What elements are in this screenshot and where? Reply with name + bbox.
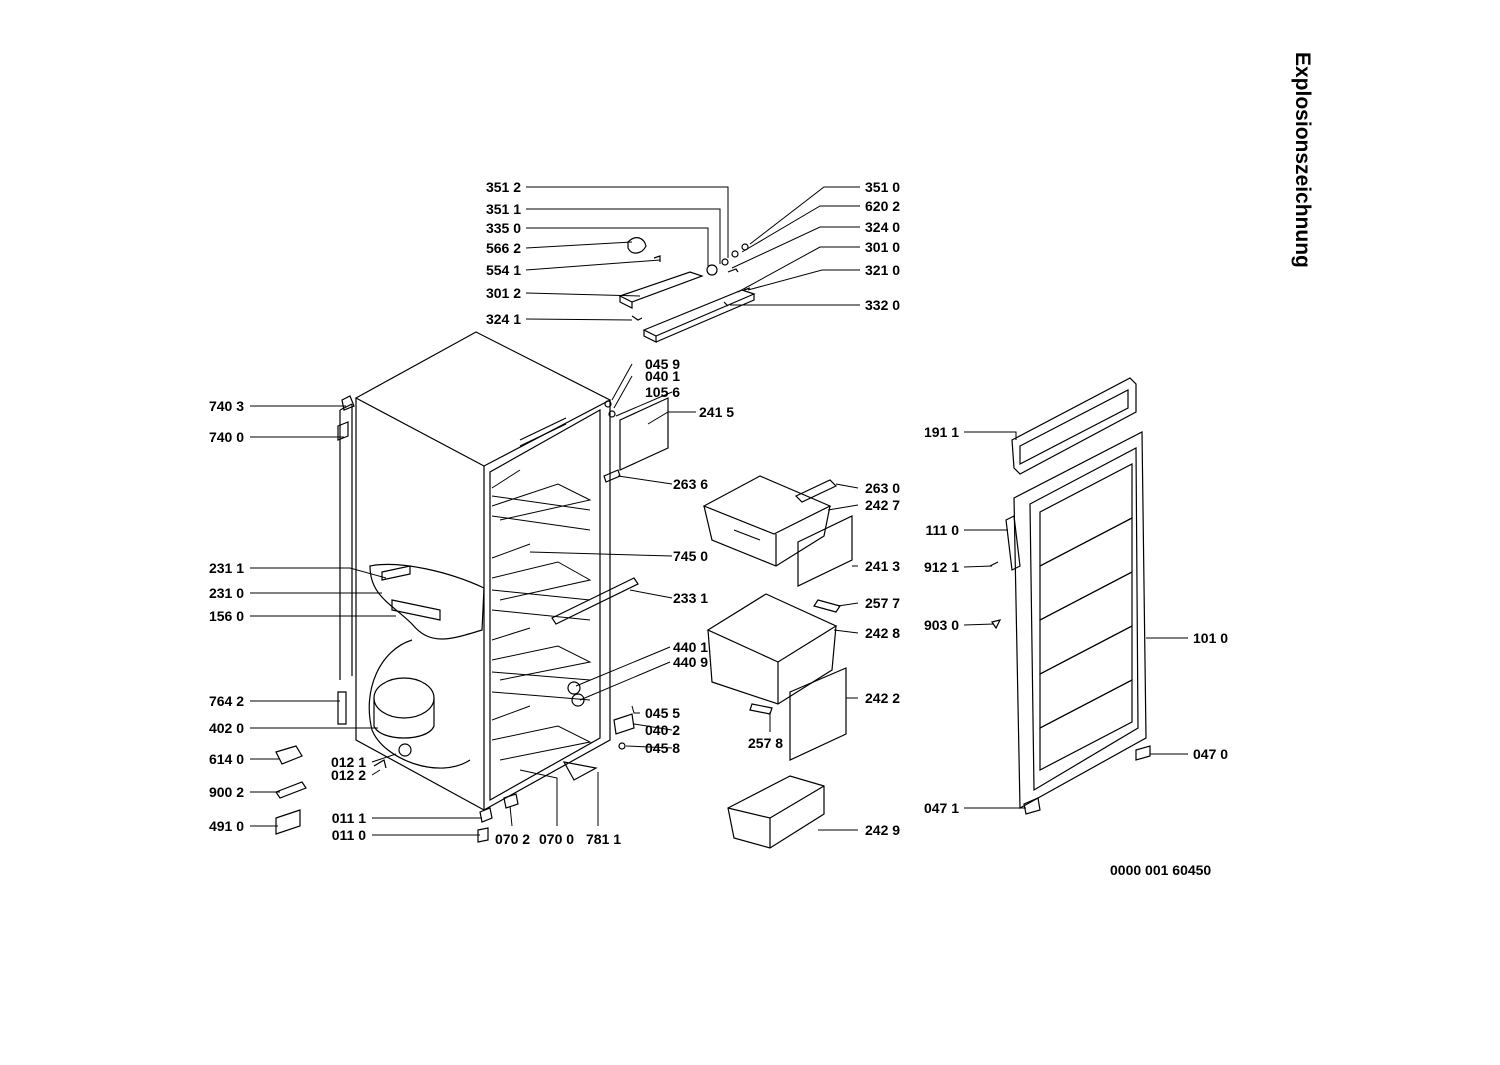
part-label: 332 0 bbox=[865, 297, 901, 313]
part-label: 011 1 bbox=[331, 810, 366, 826]
part-label: 105 6 bbox=[645, 384, 681, 400]
middle-basket bbox=[708, 594, 846, 760]
part-label: 301 0 bbox=[865, 239, 901, 255]
part-label: 040 1 bbox=[645, 368, 681, 384]
part-label: 012 2 bbox=[330, 767, 366, 783]
part-label: 912 1 bbox=[923, 559, 959, 575]
part-label: 620 2 bbox=[865, 198, 901, 214]
compressor bbox=[338, 640, 470, 768]
part-label: 070 0 bbox=[539, 831, 575, 847]
loose-parts-left bbox=[276, 746, 596, 842]
part-label: 351 0 bbox=[865, 179, 901, 195]
door-hinge-parts bbox=[552, 398, 668, 749]
part-label: 614 0 bbox=[208, 751, 244, 767]
part-label: 257 8 bbox=[748, 735, 784, 751]
part-label: 440 9 bbox=[673, 654, 709, 670]
part-label: 040 2 bbox=[645, 722, 681, 738]
part-label: 045 9 bbox=[645, 356, 681, 372]
evaporator-tray bbox=[370, 564, 484, 639]
shelves bbox=[492, 470, 590, 760]
part-label: 324 1 bbox=[485, 311, 521, 327]
lower-basket bbox=[728, 776, 824, 848]
part-label: 301 2 bbox=[485, 285, 521, 301]
part-label: 231 0 bbox=[208, 585, 244, 601]
part-label: 191 1 bbox=[923, 424, 959, 440]
part-label: 740 3 bbox=[208, 398, 244, 414]
cabinet-body bbox=[356, 332, 610, 810]
part-label: 402 0 bbox=[208, 720, 244, 736]
part-label: 764 2 bbox=[208, 693, 244, 709]
part-label: 335 0 bbox=[485, 220, 521, 236]
part-label: 047 0 bbox=[1193, 746, 1229, 762]
page-title: Explosionszeichnung bbox=[1291, 52, 1314, 268]
part-label: 263 0 bbox=[865, 480, 901, 496]
part-label: 440 1 bbox=[673, 639, 709, 655]
part-label: 257 7 bbox=[865, 595, 901, 611]
part-label: 156 0 bbox=[208, 608, 244, 624]
part-label: 101 0 bbox=[1193, 630, 1229, 646]
document-number: 0000 001 60450 bbox=[1110, 862, 1212, 878]
part-label: 241 3 bbox=[865, 558, 901, 574]
part-label: 321 0 bbox=[865, 262, 901, 278]
door bbox=[990, 432, 1150, 814]
part-label: 111 0 bbox=[925, 522, 960, 538]
part-label: 241 5 bbox=[699, 404, 735, 420]
part-label: 242 2 bbox=[865, 690, 901, 706]
part-label: 566 2 bbox=[485, 240, 521, 256]
part-label: 045 5 bbox=[645, 705, 681, 721]
part-label: 070 2 bbox=[495, 831, 531, 847]
door-gasket bbox=[1012, 378, 1136, 474]
part-label: 903 0 bbox=[923, 617, 959, 633]
part-label: 047 1 bbox=[923, 800, 959, 816]
part-label: 781 1 bbox=[586, 831, 622, 847]
part-label: 242 7 bbox=[865, 497, 901, 513]
part-label: 324 0 bbox=[865, 219, 901, 235]
part-label: 045 8 bbox=[645, 740, 681, 756]
part-label: 011 0 bbox=[331, 827, 366, 843]
part-label: 554 1 bbox=[485, 262, 521, 278]
leader-lines bbox=[250, 187, 1188, 835]
condenser bbox=[338, 396, 354, 680]
part-label: 242 9 bbox=[865, 822, 901, 838]
part-label: 900 2 bbox=[208, 784, 244, 800]
part-label: 231 1 bbox=[208, 560, 244, 576]
part-label: 242 8 bbox=[865, 625, 901, 641]
top-control-panel bbox=[620, 238, 754, 342]
part-label: 491 0 bbox=[208, 818, 244, 834]
part-label: 233 1 bbox=[673, 590, 709, 606]
part-label: 263 6 bbox=[673, 476, 709, 492]
part-label: 351 2 bbox=[485, 179, 521, 195]
upper-basket bbox=[704, 476, 852, 586]
part-label: 351 1 bbox=[485, 201, 521, 217]
part-label: 745 0 bbox=[673, 548, 709, 564]
part-label: 740 0 bbox=[208, 429, 244, 445]
part-label: 012 1 bbox=[330, 754, 366, 770]
